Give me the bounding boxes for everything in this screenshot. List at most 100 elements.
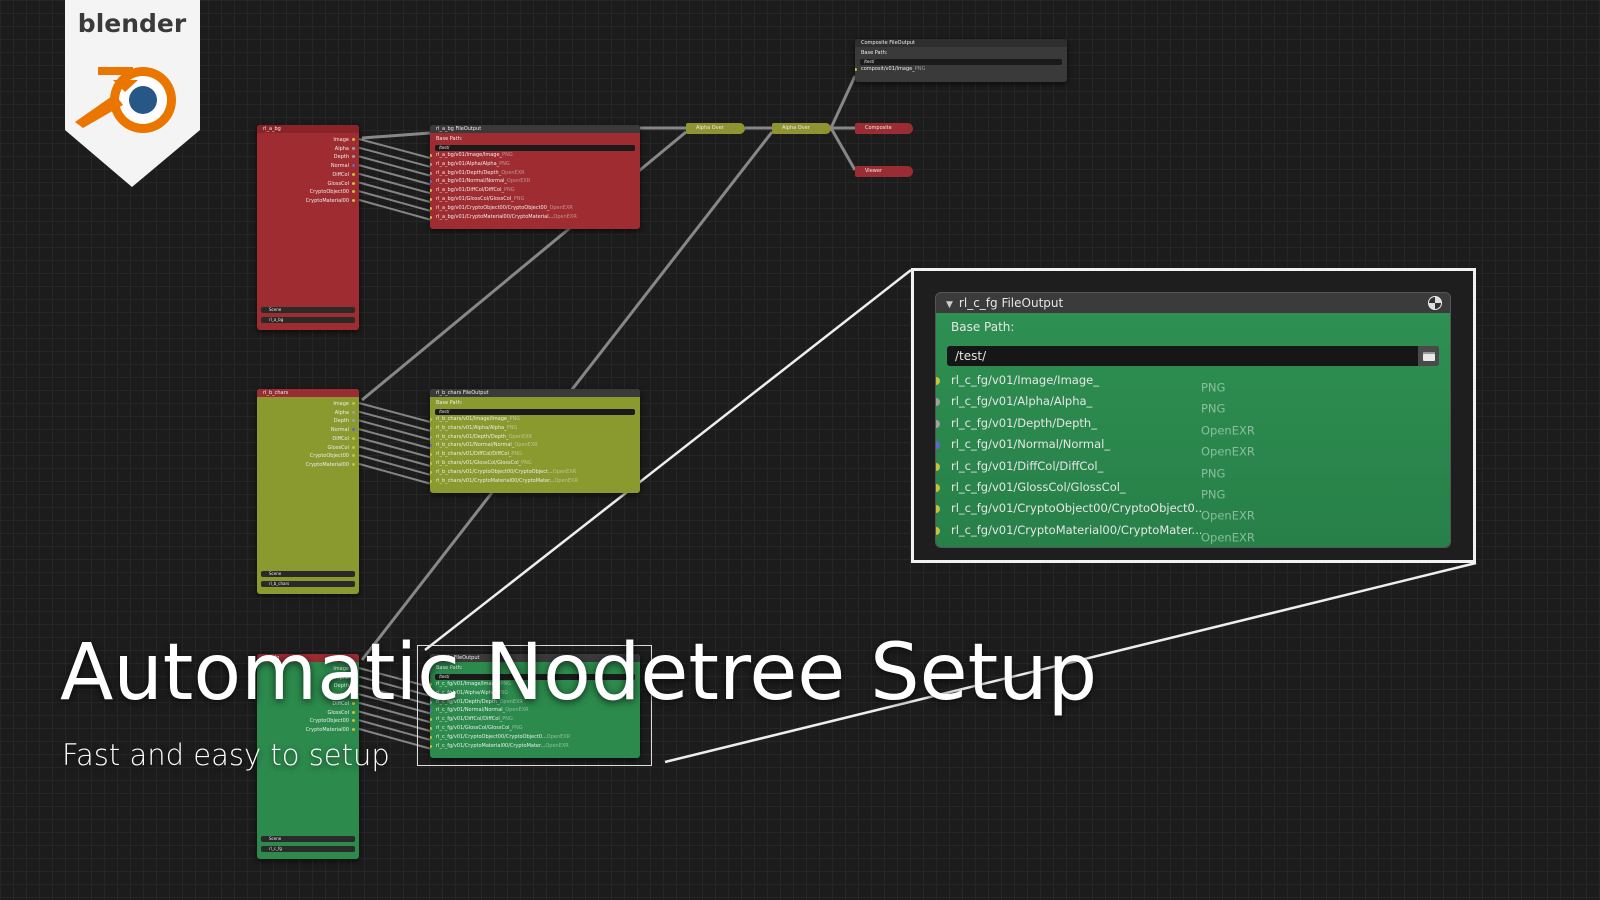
input-socket[interactable] — [936, 419, 940, 428]
output-socket[interactable] — [352, 164, 355, 168]
scene-selector[interactable]: Scene — [261, 836, 355, 842]
input-socket[interactable] — [430, 171, 432, 175]
input-socket[interactable] — [430, 700, 432, 704]
output-socket[interactable] — [352, 155, 355, 159]
scene-selector[interactable]: Scene — [261, 571, 355, 577]
input-socket[interactable] — [430, 418, 432, 421]
input-socket[interactable] — [430, 189, 432, 193]
input-socket[interactable] — [936, 505, 940, 514]
output-socket[interactable] — [352, 198, 355, 202]
output-socket[interactable] — [352, 675, 355, 679]
base-path-field[interactable]: /test/ — [947, 346, 1439, 366]
alpha-over-node-2[interactable]: Alpha Over — [772, 123, 831, 134]
input-socket[interactable] — [936, 377, 940, 385]
input-socket[interactable] — [936, 526, 940, 535]
output-path[interactable]: rl_c_fg/v01/DiffCol/DiffCol_ — [951, 458, 1104, 473]
output-socket[interactable] — [352, 138, 355, 141]
base-path-field[interactable]: /test/ — [860, 59, 1062, 65]
node-header[interactable]: rl_a_bg — [257, 125, 359, 133]
layer-selector[interactable]: rl_b_chars — [261, 581, 355, 587]
node-header[interactable]: rl_c_fg — [257, 654, 359, 662]
output-socket[interactable] — [352, 436, 355, 440]
output-socket[interactable] — [352, 402, 355, 405]
input-socket[interactable] — [430, 435, 432, 439]
input-socket[interactable] — [430, 453, 432, 457]
input-socket[interactable] — [430, 162, 432, 166]
viewer-node[interactable]: Viewer — [855, 166, 913, 177]
input-socket[interactable] — [855, 68, 857, 71]
input-socket[interactable] — [430, 470, 432, 474]
input-socket[interactable] — [430, 426, 432, 430]
input-socket[interactable] — [430, 180, 432, 184]
output-path[interactable]: rl_c_fg/v01/GlossCol/GlossCol_ — [951, 479, 1126, 494]
node-header[interactable]: rl_a_bg FileOutput — [430, 125, 640, 133]
output-socket[interactable] — [352, 172, 355, 176]
base-path-field[interactable]: /test/ — [435, 145, 635, 151]
output-socket[interactable] — [352, 190, 355, 194]
scene-selector[interactable]: Scene — [261, 307, 355, 313]
node-header[interactable]: rl_c_fg FileOutput — [430, 654, 640, 662]
base-path-field[interactable]: /test/ — [435, 409, 635, 415]
output-path[interactable]: rl_c_fg/v01/CryptoMaterial00/CryptoMater… — [951, 522, 1201, 537]
node-header[interactable]: Composite FileOutput — [855, 39, 1067, 47]
input-socket[interactable] — [936, 441, 940, 450]
folder-icon[interactable] — [1418, 346, 1439, 366]
output-socket[interactable] — [352, 667, 355, 670]
input-socket[interactable] — [936, 462, 940, 471]
output-socket[interactable] — [352, 719, 355, 723]
render-globe-icon[interactable] — [1428, 296, 1442, 310]
node-header[interactable]: rl_b_chars — [257, 389, 359, 397]
output-socket[interactable] — [352, 727, 355, 731]
input-socket[interactable] — [430, 479, 432, 483]
input-socket[interactable] — [936, 483, 940, 492]
input-socket[interactable] — [430, 461, 432, 465]
output-socket[interactable] — [352, 684, 355, 688]
output-path[interactable]: rl_c_fg/v01/Image/Image_ — [951, 373, 1099, 387]
output-socket[interactable] — [352, 701, 355, 705]
output-socket[interactable] — [352, 181, 355, 185]
input-socket[interactable] — [430, 691, 432, 695]
input-socket[interactable] — [430, 726, 432, 730]
composite-file-output-node[interactable]: Composite FileOutput Base Path: /test/ c… — [855, 39, 1067, 82]
base-path-field[interactable]: /test/ — [435, 674, 635, 680]
layer-selector[interactable]: rl_a_bg — [261, 317, 355, 323]
output-path[interactable]: rl_c_fg/v01/Alpha/Alpha_ — [951, 394, 1093, 409]
node-header[interactable]: rl_b_chars FileOutput — [430, 389, 640, 397]
output-socket[interactable] — [352, 710, 355, 714]
input-socket[interactable] — [430, 215, 432, 219]
output-socket[interactable] — [352, 462, 355, 466]
output-socket[interactable] — [352, 428, 355, 432]
input-socket[interactable] — [430, 444, 432, 448]
output-socket[interactable] — [352, 693, 355, 697]
output-path[interactable]: rl_c_fg/v01/Depth/Depth_ — [951, 415, 1097, 430]
collapse-triangle-icon[interactable]: ▼ — [946, 300, 953, 310]
input-socket[interactable] — [430, 197, 432, 201]
input-socket[interactable] — [430, 206, 432, 210]
node-header[interactable]: ▼rl_c_fg FileOutput — [936, 293, 1450, 313]
input-socket[interactable] — [936, 398, 940, 407]
input-socket[interactable] — [430, 683, 432, 686]
input-socket[interactable] — [430, 154, 432, 157]
output-socket[interactable] — [352, 146, 355, 150]
input-socket[interactable] — [430, 735, 432, 739]
output-socket[interactable] — [352, 445, 355, 449]
output-socket[interactable] — [352, 410, 355, 414]
output-format: OpenEXR — [545, 742, 569, 749]
output-path[interactable]: rl_c_fg/v01/CryptoObject00/CryptoObject0… — [951, 501, 1201, 516]
output-path[interactable]: rl_c_fg/v01/Normal/Normal_ — [951, 437, 1111, 452]
zoomed-file-output-node[interactable]: ▼rl_c_fg FileOutput Base Path: /test/ rl… — [936, 293, 1450, 547]
input-socket[interactable] — [430, 709, 432, 713]
layer-selector[interactable]: rl_c_fg — [261, 846, 355, 852]
input-socket[interactable] — [430, 718, 432, 722]
alpha-over-node-1[interactable]: Alpha Over — [686, 123, 745, 134]
output-socket[interactable] — [352, 419, 355, 423]
output-socket[interactable] — [352, 454, 355, 458]
composite-node[interactable]: Composite — [855, 123, 913, 134]
input-socket[interactable] — [430, 744, 432, 748]
